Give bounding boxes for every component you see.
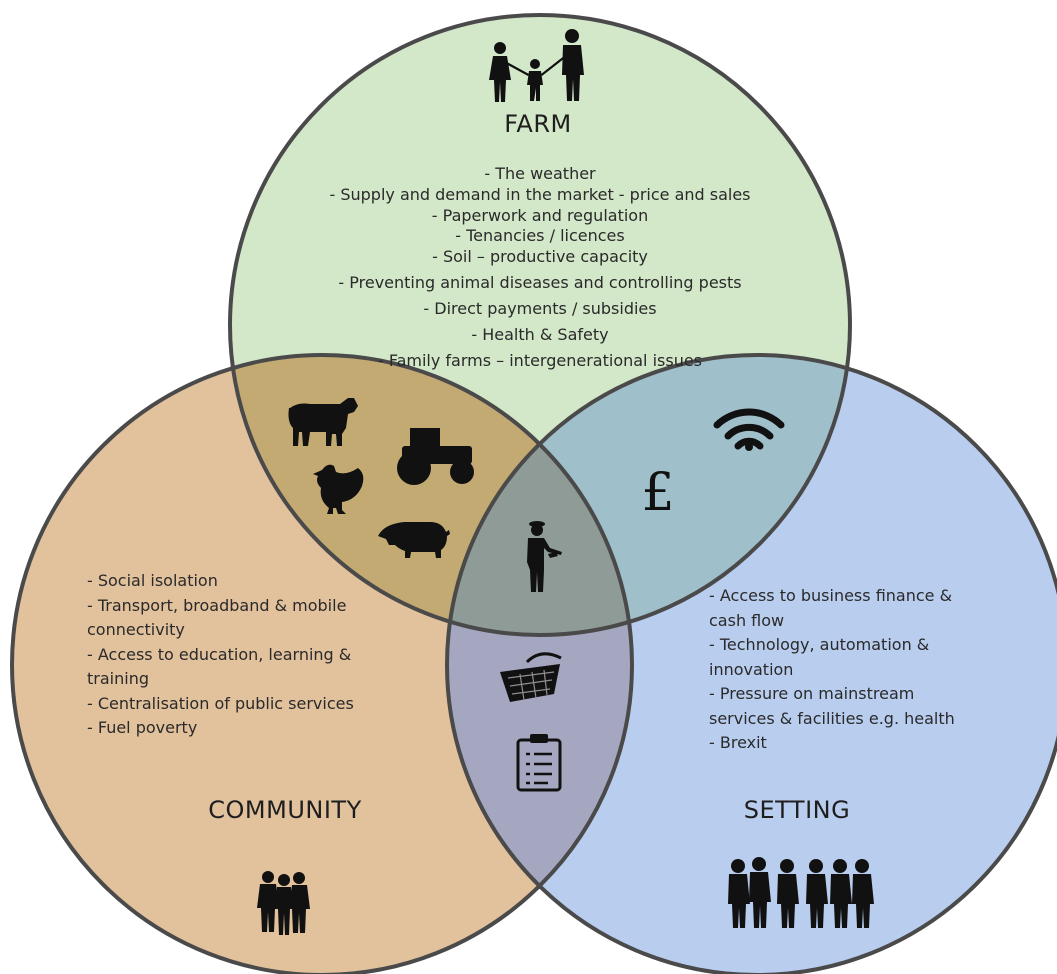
list-item: - Preventing animal diseases and control…: [338, 272, 742, 292]
list-item: - The weather: [484, 164, 596, 183]
list-item: - Brexit: [709, 733, 767, 752]
list-item: - Paperwork and regulation: [431, 205, 649, 225]
community-circle-outline: [10, 353, 634, 974]
family-icon: [489, 29, 584, 102]
farmer-icon: [527, 521, 562, 592]
list-item: - Supply and demand in the market - pric…: [329, 184, 751, 204]
list-item: - Fuel poverty: [87, 718, 198, 737]
tractor-icon: [397, 428, 474, 485]
cow-icon: [288, 398, 358, 446]
farm-list: - The weather - Supply and demand in the…: [270, 164, 810, 372]
list-item: - Pressure on mainstream services & faci…: [709, 684, 955, 728]
pig-icon: [378, 522, 450, 558]
list-item: - Family farms – intergenerational issue…: [377, 351, 703, 371]
people-group-icon: [257, 871, 310, 935]
chicken-icon: [313, 464, 364, 514]
list-item: - Tenancies / licences: [455, 226, 625, 246]
farm-circle-outline: [228, 13, 852, 637]
workers-group-icon: [728, 857, 874, 928]
farm-heading: FARM: [504, 110, 572, 138]
wifi-dot: [745, 443, 753, 451]
setting-heading: SETTING: [743, 796, 851, 824]
list-item: - Direct payments / subsidies: [423, 298, 657, 318]
pound-sign-icon: £: [641, 463, 674, 523]
farm-community-overlap: [230, 355, 632, 635]
list-item: - Technology, automation & innovation: [709, 635, 930, 679]
list-item: - Health & Safety: [471, 324, 609, 344]
list-item: - Transport, broadband & mobile connecti…: [87, 595, 347, 640]
setting-circle-outline: [445, 353, 1057, 974]
list-item: - Centralisation of public services: [87, 693, 354, 713]
list-item: - Soil – productive capacity: [432, 247, 648, 267]
list-item: - Social isolation: [87, 571, 218, 590]
wifi-icon: [713, 408, 785, 450]
community-heading: COMMUNITY: [208, 796, 362, 824]
shopping-basket-icon: [500, 652, 562, 702]
list-item: - Access to business finance & cash flow: [709, 586, 953, 630]
community-list: - Social isolation - Transport, broadban…: [87, 569, 387, 741]
farm-setting-overlap: [447, 355, 850, 635]
setting-list: - Access to business finance & cash flow…: [709, 584, 984, 756]
list-item: - Access to education, learning & traini…: [87, 644, 352, 689]
clipboard-icon: [516, 734, 562, 792]
